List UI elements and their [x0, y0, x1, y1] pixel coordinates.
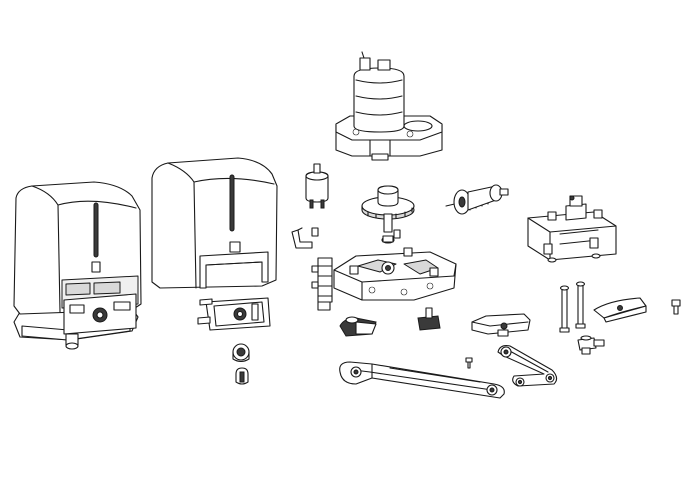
- release-lever-block: [417, 307, 441, 331]
- large-gear: [361, 185, 415, 244]
- worm-screw-shaft: [445, 184, 509, 215]
- limit-switch-cam: [339, 316, 377, 337]
- assembled-gate-motor-unit: [13, 181, 142, 350]
- capacitor: [305, 163, 329, 209]
- bracket-clip: [291, 227, 319, 249]
- loose-screw: [465, 357, 473, 369]
- curved-bracket: [593, 297, 647, 323]
- lock-cylinder-knob: [232, 343, 250, 363]
- small-screw: [671, 299, 681, 315]
- wall-mounting-bracket: [527, 195, 617, 263]
- curved-arm: [497, 345, 558, 387]
- electric-motor: [335, 51, 443, 161]
- gearbox-base: [333, 247, 457, 301]
- long-anchor-bolts: [559, 281, 586, 333]
- hinge-bracket-plate: [471, 313, 531, 337]
- lock-key: [235, 367, 249, 385]
- selector-key-panel: [197, 297, 271, 331]
- motor-cover-housing: [151, 157, 278, 289]
- straight-arm: [339, 361, 505, 399]
- pin-fastener: [577, 335, 605, 355]
- terminal-block: [311, 257, 333, 311]
